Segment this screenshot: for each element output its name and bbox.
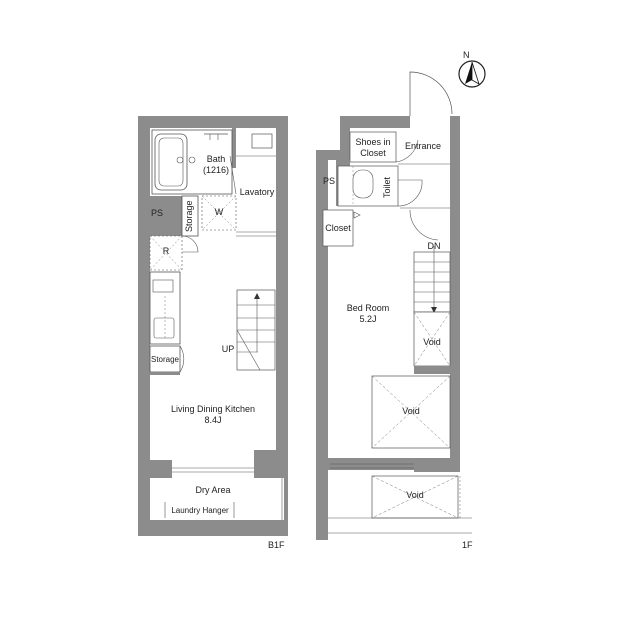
ldk-label: Living Dining Kitchen 8.4J: [150, 404, 276, 426]
void-label-1: Void: [423, 337, 441, 347]
1f-ps-label: PS: [322, 176, 335, 186]
bath-name: Bath: [206, 154, 226, 164]
north-arrow-icon: [458, 60, 486, 88]
1f-plan: [316, 71, 472, 540]
bedroom-area: 5.2J: [359, 314, 377, 324]
stairs-up-label: UP: [221, 344, 235, 354]
1f-floor-label: 1F: [462, 540, 473, 550]
ldk-name: Living Dining Kitchen: [170, 404, 256, 414]
b1f-storage-label: Storage: [150, 355, 180, 364]
shoes-closet-line1: Shoes in: [355, 137, 391, 147]
b1f-storage-vertical-label: Storage: [184, 200, 194, 232]
void-label-2: Void: [402, 406, 420, 416]
bath-label: Bath (1216): [196, 154, 236, 176]
bedroom-name: Bed Room: [346, 303, 390, 313]
bath-size: (1216): [202, 165, 229, 175]
stairs-down-label: DN: [427, 241, 441, 251]
dry-area-label: Dry Area: [195, 485, 231, 495]
toilet-label: Toilet: [382, 176, 392, 198]
lavatory-label: Lavatory: [239, 187, 275, 197]
north-label: N: [463, 50, 470, 60]
b1f-plan: [138, 116, 288, 536]
b1f-floor-label: B1F: [268, 540, 285, 550]
b1f-ps-label: PS: [150, 208, 163, 218]
laundry-hanger-label: Laundry Hanger: [171, 506, 229, 515]
washer-label: W: [214, 207, 224, 217]
bedroom-label: Bed Room 5.2J: [328, 303, 408, 325]
ldk-area: 8.4J: [204, 415, 222, 425]
void-label-3: Void: [406, 490, 424, 500]
entrance-label: Entrance: [404, 141, 442, 151]
shoes-closet-label: Shoes in Closet: [350, 137, 396, 159]
closet-label: Closet: [325, 223, 351, 233]
fridge-label: R: [162, 246, 170, 256]
shoes-closet-line2: Closet: [360, 148, 386, 158]
